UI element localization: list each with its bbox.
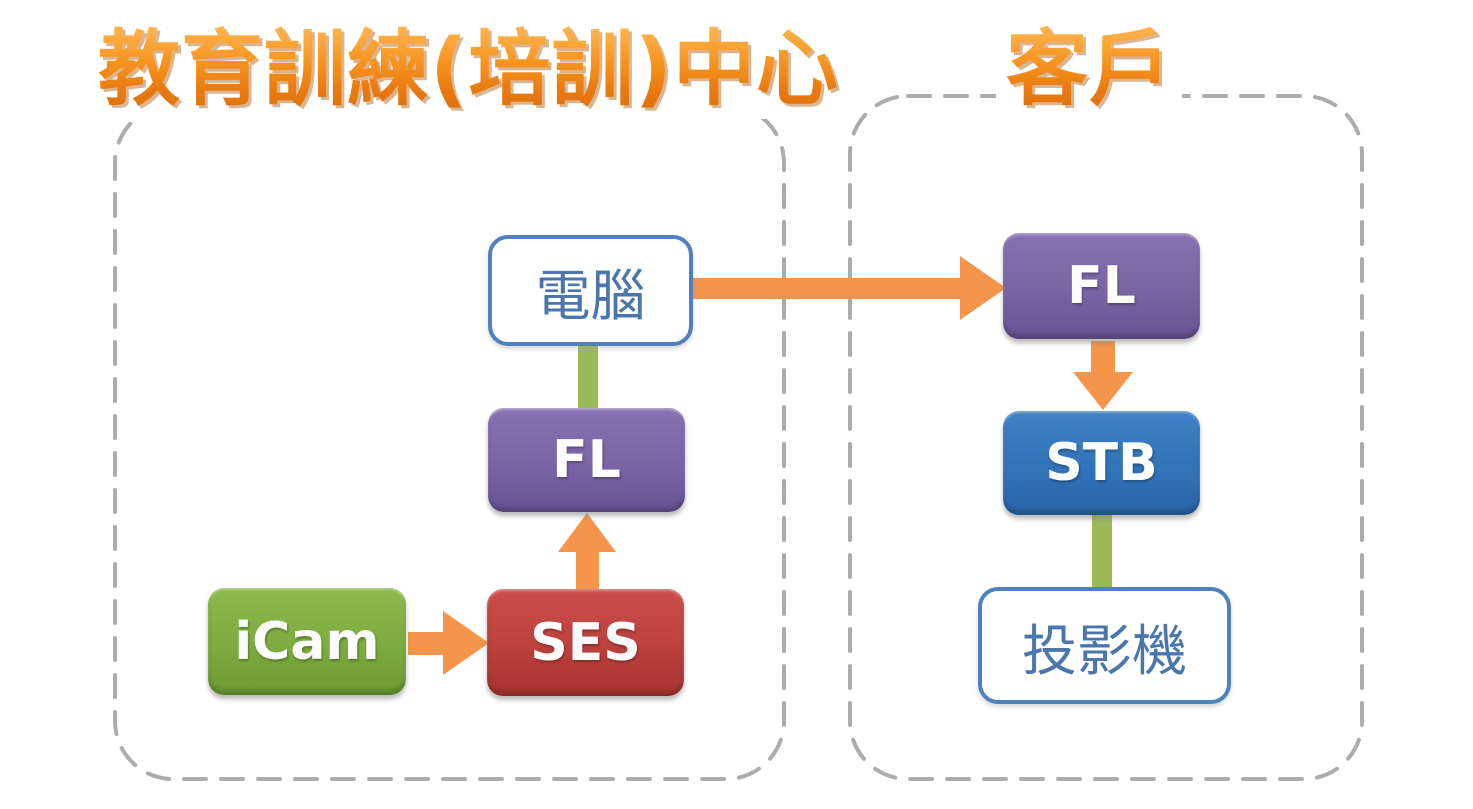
arrow-ses-to-fl-shaft [576,549,599,590]
arrow-computer-to-fl-right-head [960,256,1006,320]
node-ses-label: SES [530,612,641,673]
arrow-fl-to-stb-shaft [1091,341,1115,374]
node-fl-left: FL [488,408,685,512]
line-stb-to-projector [1092,514,1112,589]
node-projector-label: 投影機 [1021,618,1187,683]
title-customer: 客戶 [996,22,1183,119]
node-ses: SES [487,589,684,696]
node-icam-label: iCam [234,611,380,672]
arrow-ses-to-fl-head [558,513,616,552]
title-training-center: 教育訓練(培訓)中心 [88,22,849,119]
node-fl-right-label: FL [1067,256,1136,316]
node-stb-label: STB [1045,433,1158,493]
node-fl-right: FL [1003,233,1200,339]
node-fl-left-label: FL [552,430,621,490]
node-computer: 電腦 [488,235,693,346]
arrow-fl-to-stb-head [1073,372,1133,410]
node-icam: iCam [208,588,406,695]
node-projector: 投影機 [978,587,1231,704]
node-computer-label: 電腦 [535,263,646,328]
title-customer-text: 客戶 [1006,22,1173,117]
line-computer-to-fl [578,340,598,410]
title-training-center-text: 教育訓練(培訓)中心 [98,22,839,117]
arrow-icam-to-ses-shaft [408,632,443,655]
node-stb: STB [1003,411,1200,515]
arrow-icam-to-ses-head [443,611,489,675]
arrow-computer-to-fl-right-shaft [686,278,960,299]
